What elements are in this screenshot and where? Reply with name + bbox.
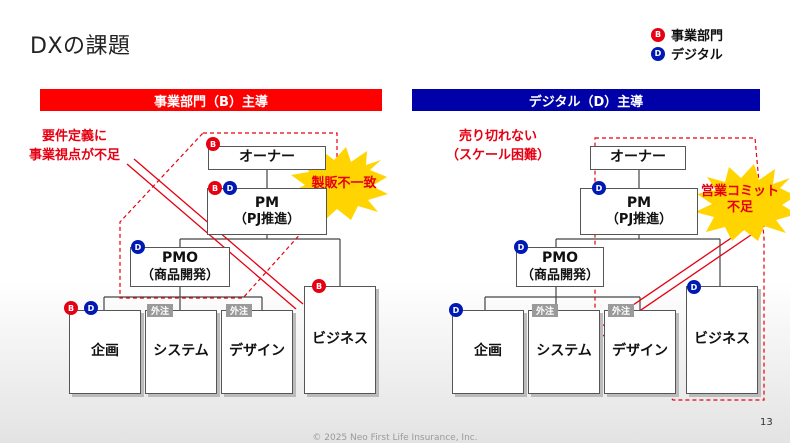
badge-b-icon: B: [312, 279, 326, 293]
note-line: 事業視点が不足: [28, 147, 120, 163]
badge-d-icon: D: [449, 303, 463, 317]
page-title: DXの課題: [30, 34, 131, 59]
box-label: PM: [626, 194, 652, 211]
badge-d-icon: D: [592, 181, 606, 195]
right-system-box: システム: [528, 310, 600, 394]
box-sublabel: （PJ推進）: [233, 212, 301, 228]
box-label: デザイン: [229, 343, 285, 360]
legend-label: デジタル: [671, 48, 723, 63]
left-issue-note: 要件定義に 事業視点が不足: [12, 128, 137, 166]
legend-label: 事業部門: [671, 29, 724, 44]
right-pm-box: PM （PJ推進）: [580, 188, 698, 235]
badge-d-icon: D: [223, 181, 237, 195]
box-label: システム: [153, 343, 209, 360]
right-pmo-box: PMO （商品開発）: [516, 247, 604, 287]
burst-line: 不足: [726, 199, 753, 215]
page-number: 13: [760, 417, 773, 428]
left-system-box: システム: [145, 310, 217, 394]
box-label: デザイン: [612, 343, 668, 360]
box-label: 企画: [91, 343, 119, 360]
legend: B 事業部門 D デジタル: [651, 25, 723, 63]
box-label: ビジネス: [312, 331, 368, 348]
badge-b-icon: B: [206, 137, 220, 151]
left-burst-text: 製販不一致: [311, 176, 377, 191]
box-label: オーナー: [610, 149, 666, 166]
right-outsource-tag-system: 外注: [532, 304, 558, 317]
legend-item-business: B 事業部門: [651, 25, 723, 44]
box-sublabel: （商品開発）: [140, 267, 219, 283]
left-outsource-tag-design: 外注: [226, 304, 252, 317]
badge-d-icon: D: [131, 240, 145, 254]
box-sublabel: （PJ推進）: [605, 212, 673, 228]
right-outsource-tag-design: 外注: [608, 304, 634, 317]
burst-line: 営業コミット: [700, 184, 779, 199]
box-label: ビジネス: [694, 331, 750, 348]
right-kikaku-box: 企画: [452, 310, 524, 394]
box-label: PMO: [541, 250, 579, 267]
badge-d-icon: D: [514, 240, 528, 254]
left-kikaku-box: 企画: [69, 310, 141, 394]
badge-d-icon: D: [84, 301, 98, 315]
left-dashed-outline: [119, 132, 338, 299]
left-design-box: デザイン: [221, 310, 293, 394]
badge-b-icon: B: [208, 181, 222, 195]
legend-item-digital: D デジタル: [651, 44, 723, 63]
note-line: 売り切れない: [458, 129, 537, 144]
copyright-footer: © 2025 Neo First Life Insurance, Inc.: [312, 433, 478, 443]
left-pmo-box: PMO （商品開発）: [130, 247, 230, 287]
badge-d-icon: D: [651, 46, 665, 61]
left-pm-box: PM （PJ推進）: [207, 188, 327, 235]
left-outsource-tag-system: 外注: [147, 304, 173, 317]
box-label: PMO: [161, 250, 199, 267]
right-issue-note: 売り切れない （スケール困難）: [428, 128, 568, 166]
box-label: オーナー: [239, 149, 295, 166]
right-burst-shape: [695, 164, 790, 241]
right-owner-box: オーナー: [590, 146, 686, 170]
badge-d-icon: D: [687, 280, 701, 294]
box-label: PM: [254, 194, 280, 211]
box-sublabel: （商品開発）: [520, 267, 599, 283]
right-business-box: ビジネス: [686, 286, 758, 394]
badge-b-icon: B: [651, 27, 665, 42]
left-business-box: ビジネス: [304, 286, 376, 394]
badge-b-icon: B: [64, 301, 78, 315]
note-line: （スケール困難）: [445, 147, 550, 163]
box-label: システム: [536, 343, 592, 360]
banner-digital-led: デジタル（D）主導: [412, 89, 760, 111]
right-design-box: デザイン: [604, 310, 676, 394]
left-owner-box: オーナー: [208, 146, 326, 170]
banner-business-led: 事業部門（B）主導: [40, 89, 382, 111]
note-line: 要件定義に: [41, 129, 107, 144]
box-label: 企画: [474, 343, 502, 360]
right-burst-text: 営業コミット 不足: [690, 184, 790, 215]
